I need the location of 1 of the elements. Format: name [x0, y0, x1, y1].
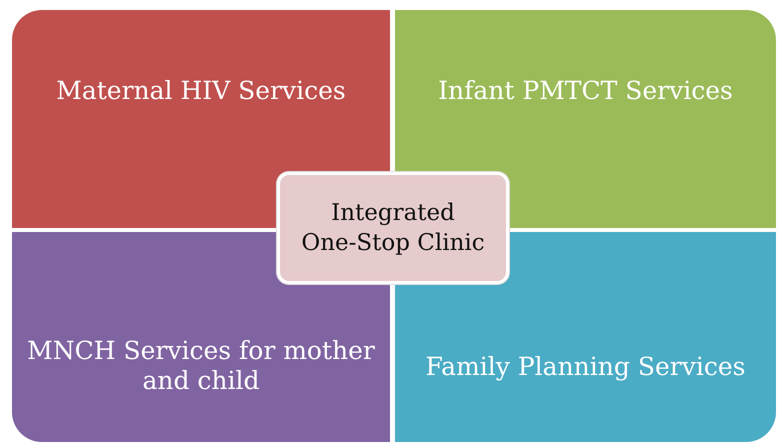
center-box: Integrated One-Stop Clinic — [277, 172, 509, 284]
